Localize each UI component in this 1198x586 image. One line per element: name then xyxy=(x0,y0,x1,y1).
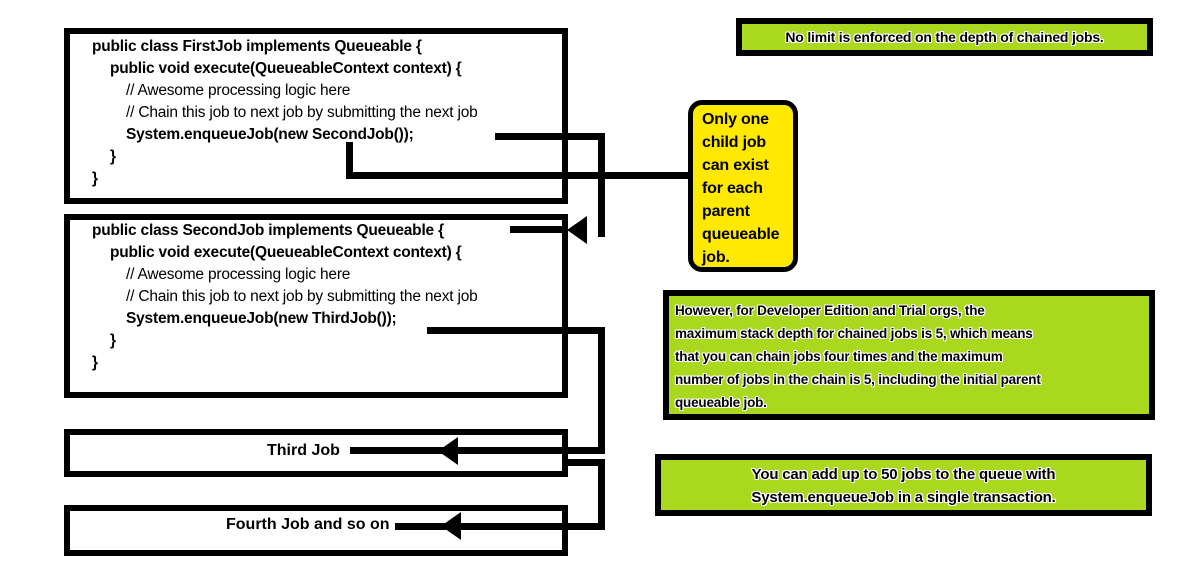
note-line: System.enqueueJob in a single transactio… xyxy=(751,489,1056,506)
note-dev-edition: However, for Developer Edition and Trial… xyxy=(663,290,1155,420)
code-line: } xyxy=(110,148,116,165)
connector-to-yellow-note-horizontal xyxy=(346,172,690,179)
connector-fourth-box-entry xyxy=(395,523,605,530)
code-line-enqueue-thirdjob: System.enqueueJob(new ThirdJob()); xyxy=(126,310,397,327)
note-line: queueable job. xyxy=(675,395,767,410)
code-line: public void execute(QueueableContext con… xyxy=(110,244,462,261)
connector-to-yellow-note-vertical xyxy=(346,142,353,179)
note-no-limit-text: No limit is enforced on the depth of cha… xyxy=(785,29,1104,45)
code-line: public void execute(QueueableContext con… xyxy=(110,60,462,77)
arrowhead-secondjob-icon xyxy=(567,216,587,244)
firstjob-code-box: public class FirstJob implements Queueab… xyxy=(64,28,568,204)
arrowhead-fourthjob-icon xyxy=(441,512,461,540)
note-line: for each xyxy=(702,180,763,197)
code-comment-line: // Chain this job to next job by submitt… xyxy=(126,288,478,305)
connector-secondjob-header-lead xyxy=(510,226,568,233)
code-comment-line: // Awesome processing logic here xyxy=(126,82,351,99)
connector-first-to-second-horizontal xyxy=(495,133,605,140)
connector-third-to-fourth-horizontal xyxy=(562,459,605,466)
note-line: However, for Developer Edition and Trial… xyxy=(675,303,985,318)
code-line: } xyxy=(110,332,116,349)
note-line: Only one xyxy=(702,111,769,128)
connector-second-to-third-vertical xyxy=(598,327,605,454)
third-job-label: Third Job xyxy=(267,442,340,459)
note-line: parent xyxy=(702,203,750,220)
note-line: You can add up to 50 jobs to the queue w… xyxy=(751,466,1056,483)
note-fifty-jobs: You can add up to 50 jobs to the queue w… xyxy=(655,454,1152,516)
secondjob-code-box: public class SecondJob implements Queuea… xyxy=(64,214,568,398)
connector-first-to-second-vertical xyxy=(598,133,605,237)
connector-second-to-third-horizontal xyxy=(427,327,605,334)
connector-third-box-entry xyxy=(350,447,605,454)
code-comment-line: // Chain this job to next job by submitt… xyxy=(126,104,478,121)
code-comment-line: // Awesome processing logic here xyxy=(126,266,351,283)
code-line: public class SecondJob implements Queuea… xyxy=(92,222,444,239)
code-line: } xyxy=(92,354,98,371)
code-line: } xyxy=(92,170,98,187)
code-line-enqueue-secondjob: System.enqueueJob(new SecondJob()); xyxy=(126,126,414,143)
note-line: queueable xyxy=(702,226,780,243)
fourth-job-label: Fourth Job and so on xyxy=(226,516,390,533)
note-line: that you can chain jobs four times and t… xyxy=(675,349,1003,364)
note-line: job. xyxy=(702,249,730,266)
note-line: child job xyxy=(702,134,766,151)
fourth-job-box xyxy=(64,505,568,556)
note-only-one-child: Only one child job can exist for each pa… xyxy=(688,100,798,272)
note-line: maximum stack depth for chained jobs is … xyxy=(675,326,1033,341)
connector-third-to-fourth-vertical xyxy=(598,459,605,530)
note-line: number of jobs in the chain is 5, includ… xyxy=(675,372,1041,387)
note-no-limit: No limit is enforced on the depth of cha… xyxy=(736,18,1153,56)
note-line: can exist xyxy=(702,157,769,174)
arrowhead-thirdjob-icon xyxy=(438,437,458,465)
code-line: public class FirstJob implements Queueab… xyxy=(92,38,422,55)
